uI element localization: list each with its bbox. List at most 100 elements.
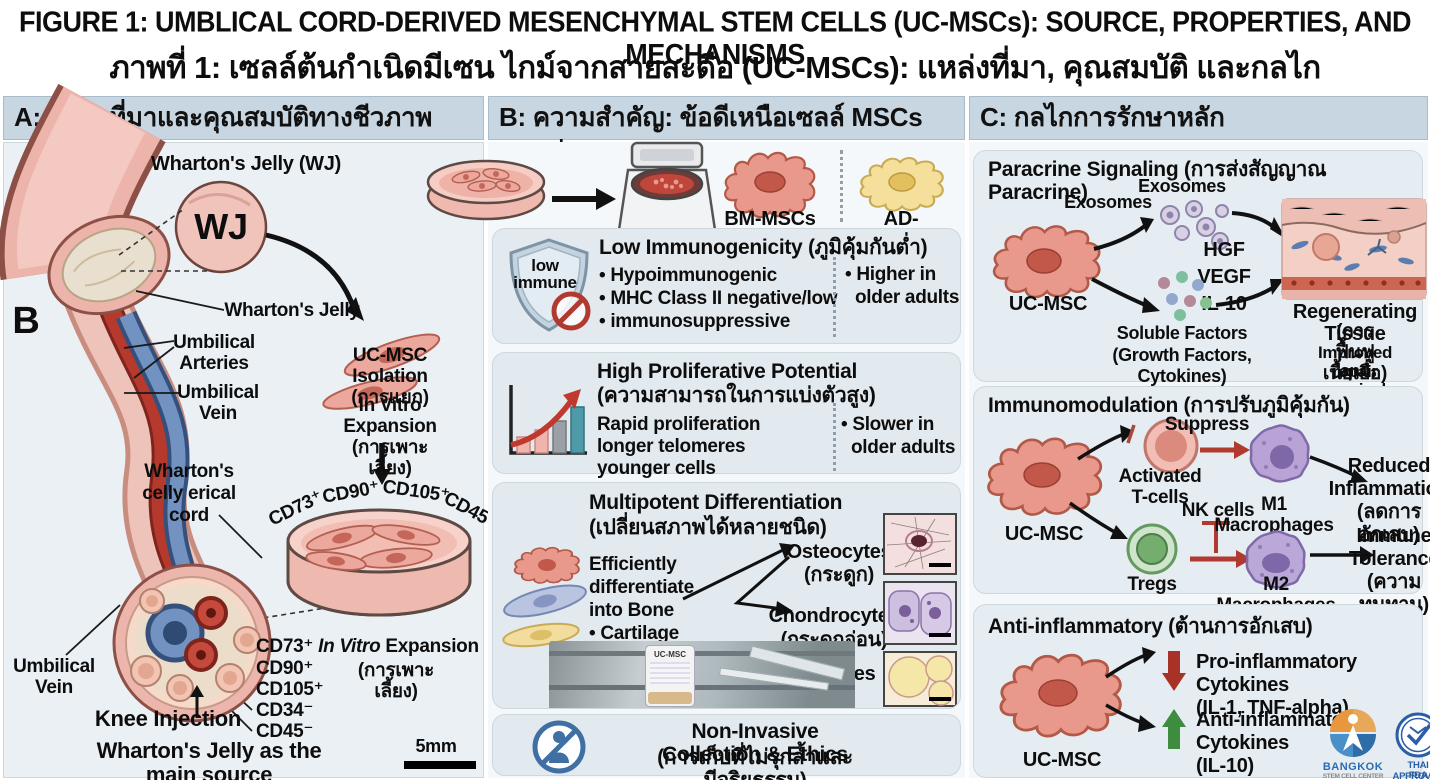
panel-a: A: แหล่งที่มาและคุณสมบัติทางชีวภาพ [0,83,501,780]
multipotent-title-en: Multipotent Differentiation [589,491,843,514]
knee-injection-arrow [190,685,204,718]
petri-dish-icon [426,159,546,221]
differentiation-arrows [682,543,795,617]
isolated-msc-cells [322,333,441,410]
regen-label-2: (การฟื้นฟูเนื้อเยื่อ) [1322,321,1388,384]
cd45-row-label: CD45⁻ [256,721,314,742]
ucmsc-vial-photo: UC-MSC [549,641,855,708]
low-immunogenicity-box: low immune Low Immunogenicity (ภูมิคุ้มก… [492,228,961,344]
expansion-down-arrow [373,443,391,485]
cord-vessels [64,281,216,618]
vial-label: UC-MSC [654,650,686,659]
cd90-row-label: CD90⁺ [256,658,314,679]
bangkok-logo-text-1: BANGKOK [1322,761,1384,773]
cord-cross-section [112,563,272,723]
proliferative-title-en: High Proliferative Potential [597,360,857,383]
immunomodulation-box: Immunomodulation (การปรับภูมิคุ้มกัน) UC… [973,386,1430,616]
main-source-label: Wharton's Jelly as the main source [96,738,322,780]
m1-label: M1 Macrophages [1214,494,1334,536]
growth-chart-icon [509,385,587,455]
proliferative-line-2: longer telomeres [597,436,746,457]
panel-a-body: Wharton's Jelly (WJ) WJ B Wharton's Jell… [0,83,501,780]
cd73-row-pre: CD73⁺ [256,636,319,657]
panel-c-body: Paracrine Signaling (การส่งสัญญาณ Paracr… [969,142,1430,780]
ucmsc-cell-paracrine [992,225,1101,299]
vial-fine-print [650,662,690,684]
t-cell-icon [1143,418,1199,474]
paracrine-title: Paracrine Signaling (การส่งสัญญาณ Paracr… [988,158,1327,205]
panel-b-body: BM-MSCs AD-MSCs low immune Low Immunogen… [426,141,965,780]
msc-trio-icon [502,546,587,648]
expansion-label: In Vitro Expansion (การเพาะเลี้ยง) [343,395,437,479]
immunomodulation-arrows [1068,424,1374,568]
centrifuge-icon [617,141,717,232]
ucmsc-vial: UC-MSC [645,645,695,707]
panel-b: B: ความสำคัญ: ข้อดีเหนือเซลล์ MSCs ชนิดอ… [426,96,965,780]
cd105-row-label: CD105⁺ [256,679,324,700]
exosome-cluster-icon [1160,200,1229,250]
osteocyte-histology-image [883,513,957,575]
bangkok-logo-text-2: STEM CELL CENTER [1322,773,1384,780]
thai-fda-logo-icon [1395,712,1430,758]
wj-circle-label: WJ [194,206,248,247]
osteocytes-label-th: (กระดูก) [804,564,874,586]
petri-dish-large [286,508,472,617]
chondrocyte-histology-image [883,581,957,645]
no-person-icon [532,720,586,774]
green-up-arrow [1162,709,1186,749]
ucmsc-label-paracrine: UC-MSC [1008,293,1088,315]
vial-liquid [648,692,692,704]
bullet-hypoimmunogenic: • Hypoimmunogenic [599,265,777,286]
comparison-divider [840,150,843,222]
anti-inflammatory-label: Anti-inflammatory Cytokines (IL-10) [1196,709,1363,777]
fda-logo-text-2: APPROVED [1392,771,1430,780]
red-down-arrow [1162,651,1186,691]
isolation-label: UC-MSC Isolation (การแยก) [351,345,429,408]
paracrine-arrows [1091,211,1286,313]
proliferative-line-1: Rapid proliferation [597,414,761,435]
exosomes-top-label: Exosomes [1138,176,1226,196]
cd73-row-post: Expansion [380,636,479,657]
regen-label-3: Improved repair [1317,343,1393,381]
soluble-factors-icon [1158,271,1212,321]
bullet-mhc: • MHC Class II negative/low [599,288,838,309]
proliferative-title-th: (ความสามารถในการแบ่งตัวสูง) [597,384,876,407]
knee-injection-label: Knee Injection [94,706,242,731]
wj-to-cells-arrow [265,232,364,321]
umbilical-cord-illustration [0,83,472,732]
b-marker-label: B [12,300,40,342]
cd73-row-invitro: In Vitro [318,636,381,657]
tregs-label: Tregs [1127,574,1177,595]
factors-label: HGF VEGF IL-10 [1197,239,1251,315]
treg-cell-icon [1126,523,1178,575]
umbilical-vein-label: Umbilical Vein [177,382,259,424]
cord-cut-face [47,214,171,316]
bm-msc-cell-icon [724,151,816,219]
proliferative-line-3: younger cells [597,458,716,479]
multipotent-line-3: into Bone [589,600,674,621]
multipotent-line-4: • Cartilage [589,623,679,644]
whartons-jelly-label: Wharton's Jelly [224,300,360,321]
osteocytes-label-en: Osteocytes [786,541,892,563]
suppress-label: Suppress [1164,414,1250,435]
multipotent-line-1: Efficiently [589,554,677,575]
bangkok-stem-cell-logo-icon [1330,709,1376,757]
ethics-title-en: Non-Invasive Collection & Ethics [662,720,848,767]
bullet-immunosuppressive: • immunosuppressive [599,311,791,332]
anti-inflammatory-arrows [1105,647,1186,749]
cd73-row-label: CD73⁺ In Vitro Expansion [256,636,479,658]
cd34-row-label: CD34⁻ [256,700,314,721]
m1-macrophage-icon [1249,424,1310,483]
box1-divider [833,257,836,337]
low-immunogenicity-title: Low Immunogenicity (ภูมิคุ้มกันต่ำ) [599,236,928,259]
umbilical-arteries-label: Umbilical Arteries [173,332,255,374]
wj-title-label: Wharton's Jelly (WJ) [151,153,341,175]
nk-cells-label: NK cells [1181,500,1255,521]
panel-c: C: กลไกการรักษาหลัก Paracrine Signaling … [969,96,1430,780]
multipotent-title-th: (เปลี่ยนสภาพได้หลายชนิด) [589,516,827,539]
multipotent-box: Multipotent Differentiation (เปลี่ยนสภาพ… [492,482,961,709]
m2-macrophage-icon [1245,530,1306,589]
wj-circle [174,180,268,274]
ad-msc-cell-icon [859,156,944,212]
